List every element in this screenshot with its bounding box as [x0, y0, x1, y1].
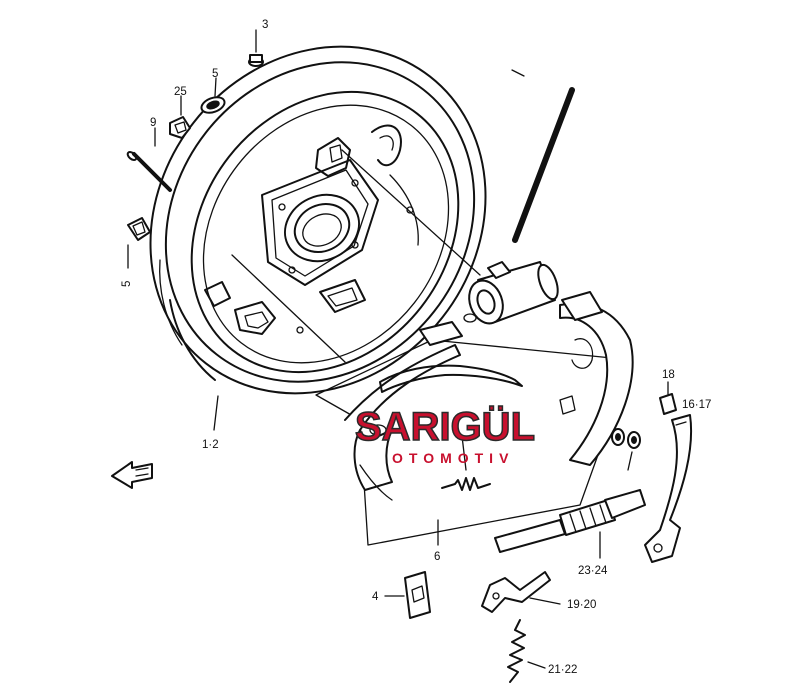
part-25-plug [169, 95, 191, 139]
forward-arrow-icon [111, 461, 153, 489]
center-flange-plate [261, 159, 379, 286]
part-4-clip [384, 571, 431, 619]
lower-mid-bracket-inner [327, 287, 358, 307]
callout-19-20: 19·20 [567, 599, 596, 611]
logo-car-silhouette [379, 364, 523, 393]
callout-21-22: 21·22 [548, 664, 577, 676]
callout-6: 6 [434, 551, 440, 563]
parking-brake-lever [644, 414, 693, 563]
top-anchor [315, 137, 351, 177]
part-21-22-spring [507, 619, 546, 683]
guide-lines [231, 149, 481, 363]
backing-plate-rim-depth-2 [159, 259, 183, 346]
backing-plate-hole-a [296, 326, 304, 334]
callout-16-17: 16·17 [682, 399, 711, 411]
logo-subtitle: OTOMOTIV [392, 450, 514, 466]
part-18-pin [659, 381, 677, 415]
adjuster-screw [494, 489, 646, 559]
backing-plate-rim-depth [169, 299, 216, 381]
upper-right-bracket-inner [379, 135, 394, 151]
backing-plate-hole-b [406, 206, 414, 214]
logo-wordmark: SARIGÜL [355, 404, 535, 449]
backing-plate-rim-inner [164, 61, 476, 383]
flange-bolt-hole-2 [351, 179, 359, 187]
backing-plate-face [190, 90, 460, 374]
backing-plate [149, 45, 487, 395]
part-19-20-lever [481, 571, 561, 613]
brake-shoe-right [559, 291, 634, 466]
center-flange-plate-inner [271, 169, 369, 277]
callout-1-2: 1·2 [202, 439, 219, 451]
part-3-bolt [248, 29, 264, 67]
washers [611, 428, 641, 471]
leader-1-2 [213, 395, 219, 431]
center-flange [261, 159, 379, 286]
callout-18: 18 [662, 369, 675, 381]
backing-plate-face-inner [202, 104, 450, 364]
backing-plate-details [204, 124, 419, 335]
flange-bolt-hole-4 [351, 241, 359, 249]
callout-25: 25 [174, 86, 187, 98]
brake-shoe-left [344, 321, 463, 501]
backing-plate-rib [389, 174, 419, 246]
lower-mid-bracket [319, 279, 366, 313]
wheel-cylinder [463, 69, 575, 325]
top-anchor-slot [329, 144, 343, 163]
backing-plate-outer-rim [149, 45, 487, 395]
wheel-cylinder-bleeder [512, 87, 575, 243]
part-5-left-grommet [127, 217, 151, 269]
axle-hole-outer [284, 193, 360, 263]
left-adjuster-clip [204, 281, 231, 307]
part-5-top-grommet [200, 77, 226, 114]
callout-23-24: 23·24 [578, 565, 608, 577]
callout-5-left: 5 [121, 281, 133, 287]
sarigul-logo: SARIGÜL OTOMOTIV [354, 364, 536, 466]
axle-hole-inner [293, 203, 351, 253]
lower-left-bracket [234, 301, 276, 335]
upper-right-bracket [371, 124, 402, 167]
callout-5-top: 5 [212, 68, 218, 80]
callout-3: 3 [262, 19, 268, 31]
flange-bolt-hole-1 [278, 203, 286, 211]
callout-4: 4 [372, 591, 379, 603]
callout-9: 9 [150, 117, 156, 129]
axle-hole-core [302, 213, 342, 247]
return-spring [441, 435, 491, 491]
flange-bolt-hole-3 [288, 266, 296, 274]
callout-labels: 3 5 25 9 5 1·2 18 16·17 6 23·24 4 19·20 … [121, 19, 711, 676]
part-9-bolt [126, 127, 172, 192]
lower-left-bracket-inner [244, 311, 269, 329]
